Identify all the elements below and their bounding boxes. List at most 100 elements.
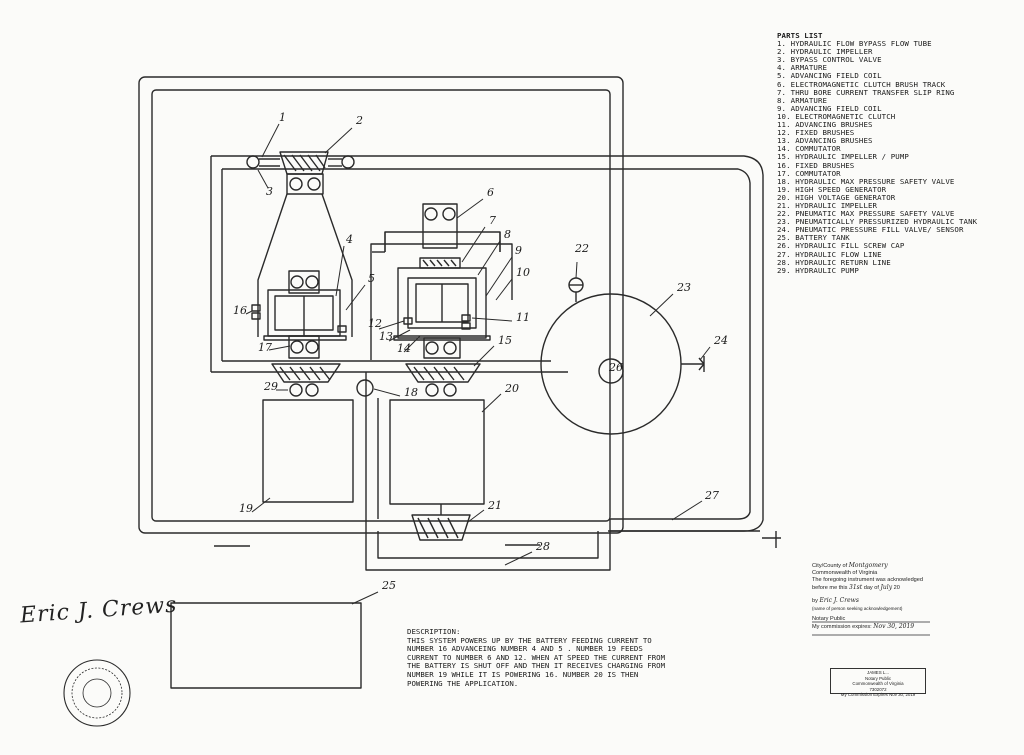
parts-list-item: 26. HYDRAULIC FILL SCREW CAP: [777, 241, 905, 251]
callout-14: 14: [397, 342, 411, 355]
description-line: THIS SYSTEM POWERS UP BY THE BATTERY FEE…: [407, 635, 652, 645]
flow-lines-center: [365, 372, 379, 531]
parts-list-item: 23. PNEUMATICALLY PRESSURIZED HYDRAULIC …: [777, 217, 978, 227]
description-title: DESCRIPTION:: [407, 627, 461, 636]
parts-list-item: 4. ARMATURE: [777, 63, 828, 73]
hydraulic-pump-left: [271, 363, 341, 397]
description-line: THE BATTERY IS SHUT OFF AND THEN IT RECE…: [407, 661, 666, 671]
parts-list-item: 25. BATTERY TANK: [777, 233, 850, 243]
parts-list-item: 20. HIGH VOLTAGE GENERATOR: [777, 192, 896, 202]
hydraulic-outer-loop: [138, 76, 624, 534]
notary-city-line: City/County of Montgomery: [812, 562, 888, 569]
callout-2: 2: [355, 114, 363, 127]
callout-6: 6: [487, 186, 494, 199]
callout-28: 28: [535, 540, 550, 553]
callout-19: 19: [239, 502, 253, 515]
pneumatic-safety-valve: [568, 277, 584, 302]
parts-list-item: 2. HYDRAULIC IMPELLER: [777, 47, 873, 57]
callout-9: 9: [515, 244, 522, 257]
hydraulic-inner-loop: [210, 155, 764, 532]
parts-list-item: 17. COMMUTATOR: [777, 168, 841, 178]
parts-list-item: 29. HYDRAULIC PUMP: [777, 265, 859, 275]
description-block: DESCRIPTION: THIS SYSTEM POWERS UP BY TH…: [407, 627, 697, 689]
notary-name-note: (name of person seeking acknowledgement): [812, 606, 903, 611]
notary-commission-line: My commission expires: Nov 30, 2019: [812, 623, 915, 630]
notary-city-value: Montgomery: [848, 562, 888, 569]
callout-5: 5: [368, 272, 375, 285]
parts-list-item: 14. COMMUTATOR: [777, 144, 841, 154]
callout-4: 4: [345, 233, 353, 246]
hydraulic-safety-valve: [356, 379, 374, 397]
hydraulic-impeller-bottom: [411, 504, 471, 541]
hydraulic-return-line: [365, 519, 611, 571]
high-speed-generator: [262, 399, 354, 503]
parts-list-item: 11. ADVANCING BRUSHES: [777, 120, 873, 130]
callout-21: 21: [487, 499, 502, 512]
callout-25: 25: [381, 579, 396, 592]
notary-commonwealth: Commonwealth of Virginia: [812, 570, 878, 576]
return-line-right: [610, 530, 781, 548]
callout-26: 26: [608, 361, 623, 374]
description-line: POWERING THE APPLICATION.: [407, 678, 519, 688]
callout-29: 29: [263, 380, 278, 393]
parts-list-item: 7. THRU BORE CURRENT TRANSFER SLIP RING: [777, 87, 955, 97]
notary-block-lines: [812, 621, 930, 636]
description-line: NUMBER 16 ADVANCEING NUMBER 4 AND 5 . NU…: [407, 644, 643, 654]
notary-ack-line2: before me this 31st day of July 20: [812, 584, 900, 591]
callout-7: 7: [489, 214, 496, 227]
notary-by-line: by Eric J. Crews: [812, 597, 859, 604]
parts-list-item: 15. HYDRAULIC IMPELLER / PUMP: [777, 152, 909, 162]
callout-10: 10: [516, 266, 530, 279]
battery-tank: [170, 602, 362, 689]
callout-12: 12: [368, 317, 382, 330]
callout-13: 13: [379, 330, 393, 343]
parts-list-item: 9. ADVANCING FIELD COIL: [777, 103, 882, 113]
description-line: CURRENT TO NUMBER 6 AND 12. WHEN AT SPEE…: [407, 652, 666, 662]
callout-leaders: [245, 123, 711, 605]
linkage-left: [257, 193, 288, 337]
notary-ack-line1: The foregoing instrument was acknowledge…: [812, 577, 924, 583]
notary-acknowledgement: City/County of Montgomery Commonwealth o…: [812, 562, 942, 631]
description-text: THIS SYSTEM POWERS UP BY THE BATTERY FEE…: [407, 635, 697, 689]
left-motor-assembly: [251, 270, 347, 359]
callout-24: 24: [713, 334, 728, 347]
parts-list-item: 10. ELECTROMAGNETIC CLUTCH: [777, 111, 896, 121]
callout-23: 23: [676, 281, 691, 294]
callout-27: 27: [704, 489, 719, 502]
parts-list-item: 12. FIXED BRUSHES: [777, 128, 855, 138]
notary-seal: [63, 659, 131, 727]
high-voltage-generator: [389, 399, 485, 505]
parts-list-item: 28. HYDRAULIC RETURN LINE: [777, 257, 891, 267]
parts-list-item: 18. HYDRAULIC MAX PRESSURE SAFETY VALVE: [777, 176, 955, 186]
parts-list-item: 19. HIGH SPEED GENERATOR: [777, 184, 887, 194]
notary-stamp: JAMES L... Notary Public Commonwealth of…: [830, 668, 926, 697]
parts-list-item: 24. PNEUMATIC PRESSURE FILL VALVE/ SENSO…: [777, 225, 964, 235]
parts-list-item: 21. HYDRAULIC IMPELLER: [777, 200, 878, 210]
callout-1: 1: [279, 111, 286, 124]
callout-15: 15: [498, 334, 512, 347]
bypass-flow-tube: [246, 155, 355, 169]
callout-18: 18: [404, 386, 418, 399]
hydraulic-impeller-top: [279, 151, 329, 195]
callout-22: 22: [574, 242, 589, 255]
description-line: NUMBER 19 WHILE IT IS POWERING 16. NUMBE…: [407, 669, 639, 679]
callout-20: 20: [504, 382, 519, 395]
callout-17: 17: [258, 341, 272, 354]
parts-list-item: 16. FIXED BRUSHES: [777, 160, 855, 170]
parts-list-item: 1. HYDRAULIC FLOW BYPASS FLOW TUBE: [777, 39, 932, 49]
callout-8: 8: [504, 228, 511, 241]
parts-list-item: 27. HYDRAULIC FLOW LINE: [777, 249, 882, 259]
callout-11: 11: [516, 311, 530, 324]
parts-list-title: PARTS LIST: [777, 31, 823, 40]
parts-list-item: 22. PNEUMATIC MAX PRESSURE SAFETY VALVE: [777, 209, 955, 219]
parts-list-item: 5. ADVANCING FIELD COIL: [777, 71, 882, 81]
parts-list-item: 6. ELECTROMAGNETIC CLUTCH BRUSH TRACK: [777, 79, 946, 89]
parts-list-item: 13. ADVANCING BRUSHES: [777, 136, 873, 146]
parts-list-item: 8. ARMATURE: [777, 95, 828, 105]
linkage-right: [321, 193, 353, 337]
pressurized-hydraulic-tank: [540, 293, 705, 435]
callout-3: 3: [266, 185, 273, 198]
